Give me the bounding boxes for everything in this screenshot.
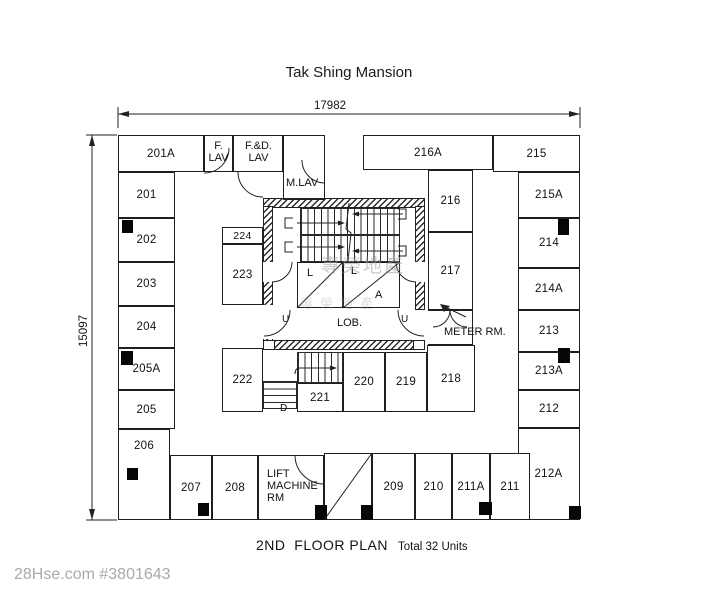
core-wall-bottom (263, 340, 425, 350)
wall-marker (569, 506, 581, 519)
label-up-left: U (282, 314, 290, 325)
label-f-lav: F. LAV (208, 140, 229, 164)
label-lift-machine-rm: LIFT MACHINE RM (267, 468, 318, 504)
room-219: 219 (385, 352, 427, 412)
room-216: 216 (428, 170, 473, 232)
room-214: 214 (518, 218, 580, 268)
room-214a: 214A (518, 268, 580, 310)
label-meter-room: METER RM. (444, 326, 506, 338)
stair-flight-upper-1 (300, 208, 400, 235)
building-title: Tak Shing Mansion (285, 64, 413, 81)
wall-jamb (263, 340, 275, 350)
lift-shaft-corner-block (315, 505, 327, 520)
wall-jamb (413, 340, 425, 350)
room-204: 204 (118, 306, 175, 348)
stair-arrow-tail (284, 241, 293, 253)
wall-marker (122, 220, 133, 233)
door-opening (262, 262, 274, 282)
label-fd-lav: F.&D. LAV (245, 140, 272, 164)
label-m-lav: M.LAV (286, 177, 319, 189)
core-wall-right (415, 206, 425, 310)
door-opening (414, 262, 426, 282)
room-205a: 205A (118, 348, 175, 390)
stair-flight-lower-1 (297, 352, 343, 383)
room-211a: 211A (452, 453, 490, 520)
stair-arrow-tail (284, 217, 293, 229)
room-201: 201 (118, 172, 175, 218)
agency-watermark-faint: 專榮地產 (300, 297, 381, 312)
room-207: 207 (170, 455, 212, 520)
wall-marker (479, 502, 492, 515)
room-216a: 216A (363, 135, 493, 170)
dimension-height-label: 15097 (78, 315, 90, 347)
room-212: 212 (518, 390, 580, 428)
room-223: 223 (222, 244, 263, 305)
room-224: 224 (222, 227, 263, 244)
wall-marker (558, 348, 570, 363)
label-lift-l: L (307, 267, 314, 279)
room-m-lav (283, 135, 325, 200)
wall-marker (127, 468, 138, 480)
wall-marker (558, 219, 569, 235)
room-222: 222 (222, 348, 263, 412)
room-211: 211 (490, 453, 530, 520)
room-218: 218 (427, 345, 475, 412)
core-wall-top (263, 198, 425, 208)
label-down: D (280, 403, 288, 414)
dimension-arrowhead (569, 111, 580, 117)
room-215: 215 (493, 135, 580, 172)
wall-segment (518, 428, 519, 454)
label-up-right: U (401, 314, 409, 325)
lift-shaft-corner-block (361, 505, 373, 520)
room-fd-lav (233, 135, 283, 172)
room-213: 213 (518, 310, 580, 352)
floor-plan-caption: 2ND FLOOR PLAN (256, 537, 388, 553)
room-215a: 215A (518, 172, 580, 218)
label-lobby: LOB. (337, 317, 363, 329)
wall-marker (198, 503, 209, 516)
site-watermark: 28Hse.com #3801643 (14, 566, 171, 583)
door-arc (237, 171, 264, 198)
room-217: 217 (428, 232, 473, 310)
room-220: 220 (343, 352, 385, 412)
dimension-width-label: 17982 (314, 100, 346, 112)
room-205: 205 (118, 390, 175, 429)
room-202: 202 (118, 218, 175, 262)
total-units-caption: Total 32 Units (398, 541, 468, 553)
door-opening (262, 305, 274, 339)
wall-marker (121, 351, 133, 365)
room-203: 203 (118, 262, 175, 306)
room-209: 209 (372, 453, 415, 520)
room-208: 208 (212, 455, 258, 520)
dimension-arrowhead (118, 111, 129, 117)
room-213a: 213A (518, 352, 580, 390)
door-arc (271, 261, 293, 283)
dimension-arrowhead (89, 135, 95, 146)
room-210: 210 (415, 453, 452, 520)
agency-watermark: 專榮地產 (321, 255, 406, 277)
room-lift-machine (258, 455, 324, 520)
room-206: 206 (118, 429, 170, 520)
room-212a: 212A (518, 428, 580, 520)
room-201a: 201A (118, 135, 204, 172)
dimension-arrowhead (89, 509, 95, 520)
room-221: 221 (297, 383, 343, 412)
stair-flight-lower-2 (263, 381, 297, 409)
